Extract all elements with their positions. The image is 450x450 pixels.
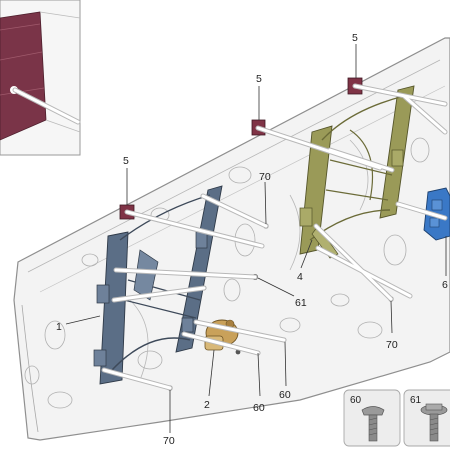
callout-60-left: 60 [253,402,265,414]
callout-5-left: 5 [123,155,129,167]
callout-60-right: 60 [279,389,291,401]
callout-6: 6 [442,279,448,291]
inset-detail-box [0,0,81,156]
callout-5-middle: 5 [256,73,262,85]
exploded-view-lines [12,83,448,391]
callout-leaders [65,44,447,433]
callout-61: 61 [295,297,307,309]
window-regulator-right [299,85,415,259]
callout-1: 1 [56,321,62,333]
callout-4: 4 [297,271,303,283]
detail-label-60: 60 [350,395,362,406]
callout-70-top: 70 [259,171,271,183]
detail-box-60 [343,389,401,447]
detail-box-61 [403,389,450,447]
callout-2: 2 [204,399,210,411]
callout-5-right: 5 [352,32,358,44]
callout-70-bottom: 70 [163,435,175,447]
callout-70-right: 70 [386,339,398,351]
detail-label-61: 61 [410,395,422,406]
